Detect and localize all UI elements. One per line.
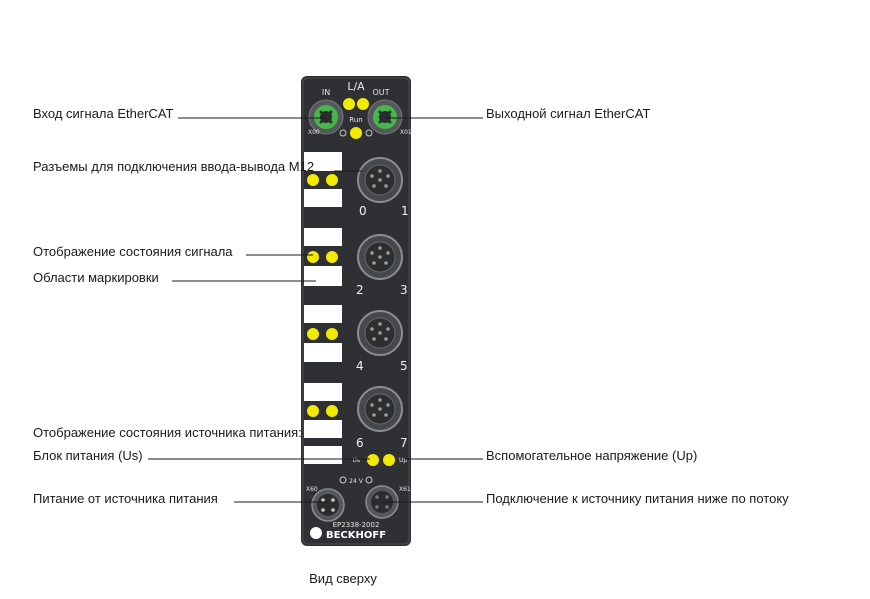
channel-number: 5 [400,359,408,373]
marking-area [304,446,342,464]
power-in-symbol [339,476,347,484]
label-power-status: Отображение состояния источника питания: [33,425,302,440]
signal-led [326,251,338,263]
marking-area [304,152,342,171]
label-m12-connectors: Разъемы для подключения ввода-вывода M12 [33,159,314,174]
label-power-downstream: Подключение к источнику питания ниже по … [486,491,789,506]
up-mark: Up [399,457,407,464]
voltage-label: 24 V [349,478,364,485]
ethercat-out-connector [367,99,403,135]
power-in-connector [311,488,345,522]
marking-area [304,266,342,286]
la-header: L/A [347,80,365,93]
la-out-led [357,98,369,110]
mounting-hole [310,527,322,539]
signal-led [326,174,338,186]
channel-number: 3 [400,283,408,297]
brand-logo: BECKHOFF [326,530,386,541]
power-out-connector [365,485,399,519]
marking-area [304,189,342,207]
signal-led [326,328,338,340]
channel-number: 6 [356,436,364,450]
x60-label: X60 [306,486,318,493]
marking-area [304,228,342,246]
label-ethercat-out: Выходной сигнал EtherCAT [486,106,650,121]
marking-area [304,305,342,323]
signal-led [326,405,338,417]
label-marking-areas: Области маркировки [33,270,159,285]
x61-label: X61 [399,486,411,493]
signal-led [307,405,319,417]
port-x00-label: X00 [308,129,320,136]
channel-number: 1 [401,204,409,218]
signal-led [307,174,319,186]
m12-connector-01 [357,157,403,203]
label-power-supply-us: Блок питания (Us) [33,448,143,463]
ethercat-in-symbol [339,129,347,137]
marking-area [304,383,342,401]
us-mark: Us [352,457,360,464]
leader-lines [148,117,483,503]
m12-connector-67 [357,386,403,432]
label-ethercat-in: Вход сигнала EtherCAT [33,106,174,121]
marking-area [304,343,342,362]
la-in-led [343,98,355,110]
run-led [350,127,362,139]
port-x01-label: X01 [400,129,412,136]
up-led [383,454,395,466]
port-in-label: IN [322,88,330,97]
label-aux-voltage-up: Вспомогательное напряжение (Uр) [486,448,697,463]
label-power-feed: Питание от источника питания [33,491,218,506]
marking-area [304,420,342,438]
ethercat-in-connector [308,99,344,135]
channel-number: 2 [356,283,364,297]
m12-connector-45 [357,310,403,356]
us-led [367,454,379,466]
channel-number: 4 [356,359,364,373]
signal-led [307,328,319,340]
channel-number: 7 [400,436,408,450]
ethercat-out-symbol [365,129,373,137]
label-signal-status: Отображение состояния сигнала [33,244,233,259]
channel-number: 0 [359,204,367,218]
module-inner-panel [302,77,410,545]
power-out-symbol [365,476,373,484]
signal-led [307,251,319,263]
model-label: EP2338-2002 [333,521,380,529]
run-label: Run [349,116,362,124]
caption: Вид сверху [309,571,377,586]
port-out-label: OUT [372,88,389,97]
m12-connector-23 [357,234,403,280]
